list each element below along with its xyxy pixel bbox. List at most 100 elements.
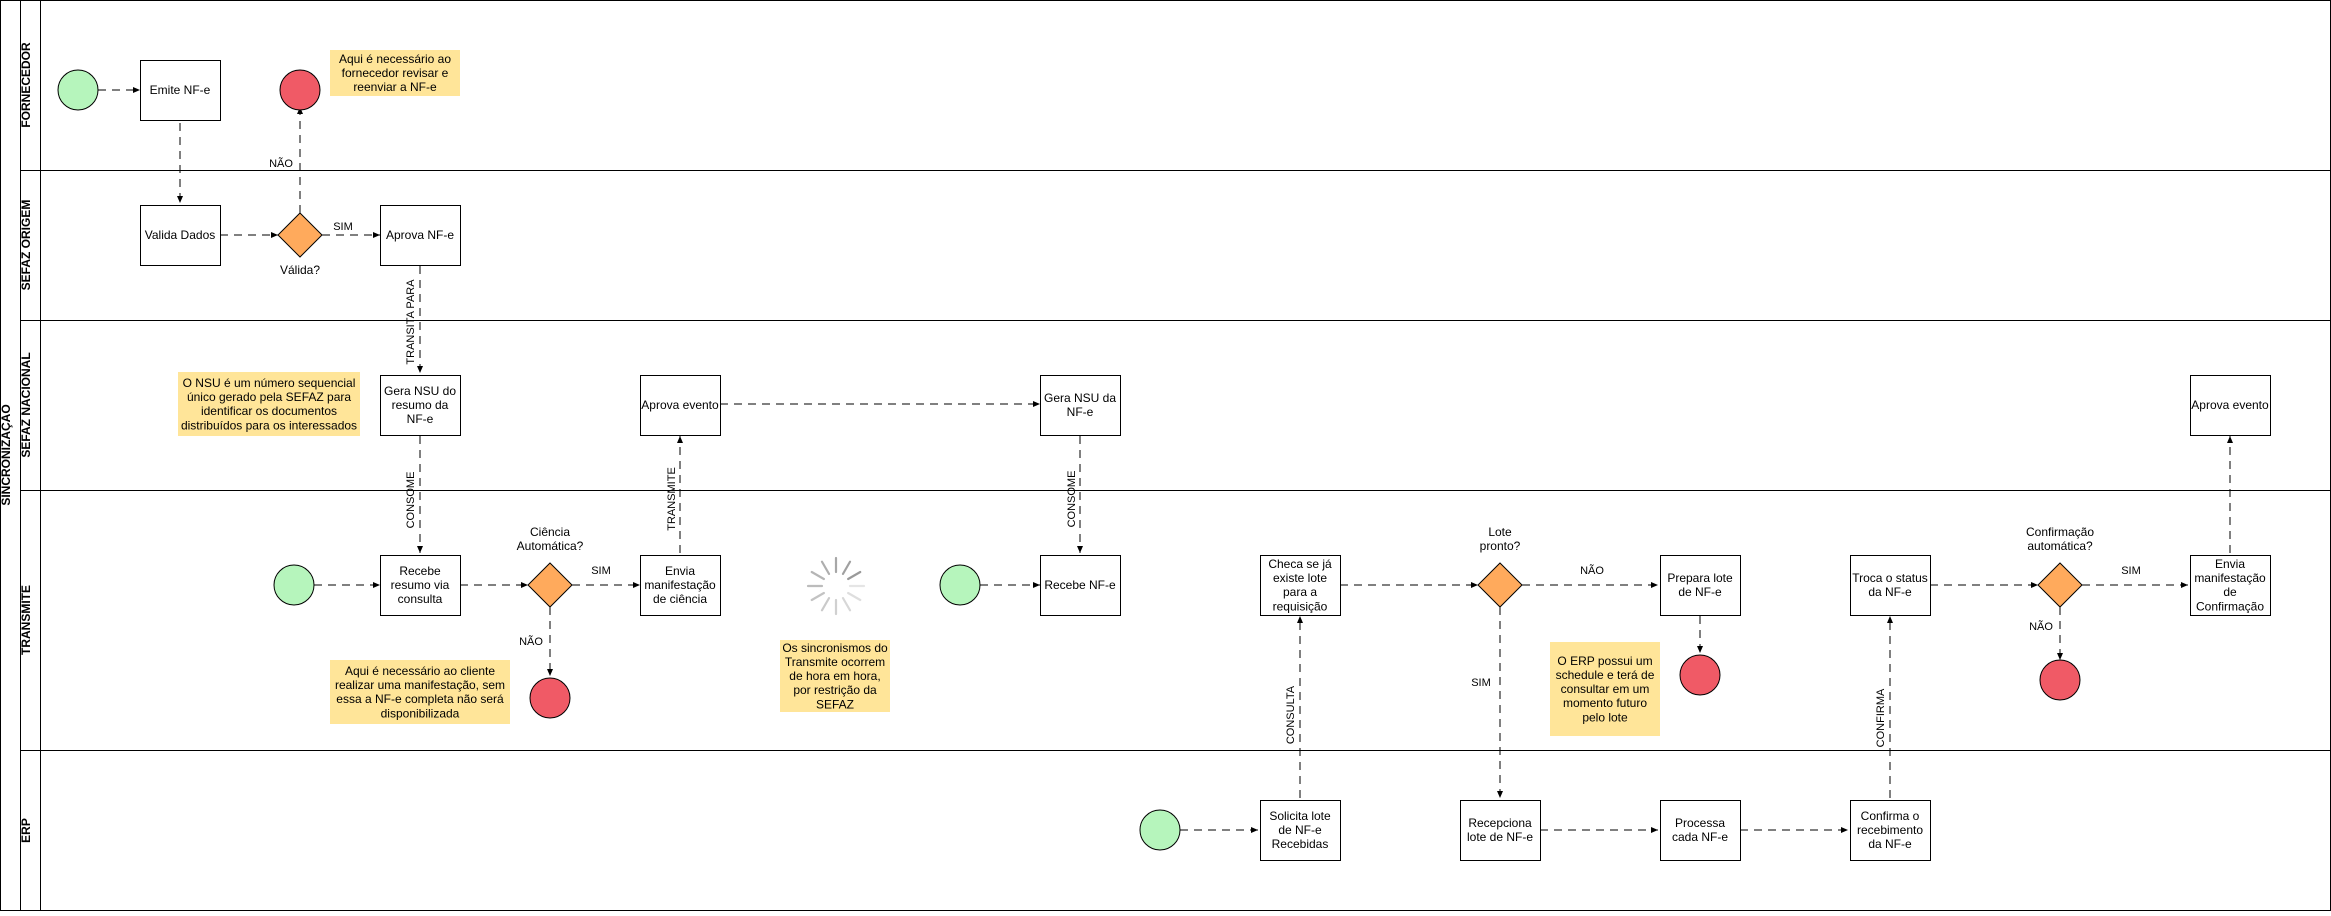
edge-label-nao-fornecedor: NÃO xyxy=(269,157,293,170)
task-recebe-resumo-label-line: consulta xyxy=(398,592,443,606)
spinner-spoke xyxy=(820,597,831,612)
task-processa-nfe-label-line: cada NF-e xyxy=(1672,830,1728,844)
task-envia-confirmacao-label-line: Envia xyxy=(2215,557,2245,571)
note-schedule xyxy=(1550,642,1660,736)
note-manifestacao-text-line: realizar uma manifestação, sem xyxy=(335,678,505,692)
task-recepciona-lote xyxy=(1460,800,1541,861)
task-aprova-evento-1-label-line: Aprova evento xyxy=(641,398,719,412)
note-manifestacao-text-line: essa a NF-e completa não será xyxy=(336,692,504,706)
task-prepara-lote-label-line: Prepara lote xyxy=(1667,571,1733,585)
edge-label-consome-2: CONSOME xyxy=(1066,471,1078,528)
note-sincronismo xyxy=(780,640,890,712)
task-solicita-lote-label-line: Solicita lote xyxy=(1269,809,1331,823)
task-troca-status-label-line: Troca o status xyxy=(1852,571,1928,585)
lane-label-erp: ERP xyxy=(19,818,33,843)
gateway-confirmacao-label-line: automática? xyxy=(2027,539,2093,553)
spinner-spoke xyxy=(841,560,852,575)
task-gera-nsu-resumo xyxy=(380,375,461,436)
task-recepciona-lote-label-line: lote de NF-e xyxy=(1467,830,1533,844)
task-emite-nfe-label-line: Emite NF-e xyxy=(150,83,211,97)
lane-label-sefaz-origem: SEFAZ ORIGEM xyxy=(19,200,33,291)
task-envia-ciencia-label-line: Envia xyxy=(665,564,695,578)
task-gera-nsu-nfe-label-line: NF-e xyxy=(1067,405,1094,419)
note-nsu-text-line: identificar os documentos xyxy=(201,404,337,418)
task-aprova-nfe-label: Aprova NF-e xyxy=(386,228,454,242)
task-recebe-resumo xyxy=(380,555,461,616)
note-schedule-text-line: pelo lote xyxy=(1582,710,1628,724)
task-emite-nfe-label: Emite NF-e xyxy=(150,83,211,97)
task-valida-dados-label-line: Valida Dados xyxy=(145,228,216,242)
task-aprova-evento-2 xyxy=(2190,375,2271,436)
note-schedule-text-line: consultar em um xyxy=(1561,682,1650,696)
spinner-spoke xyxy=(841,597,852,612)
task-recepciona-lote-label-line: Recepciona xyxy=(1468,816,1532,830)
task-gera-nsu-resumo-label-line: resumo da xyxy=(392,398,449,412)
gateway-lote-label-line: Lote xyxy=(1488,525,1512,539)
task-gera-nsu-resumo-label-line: NF-e xyxy=(407,412,434,426)
edge-label-confirma: CONFIRMA xyxy=(1875,688,1887,747)
lane-label-fornecedor: FORNECEDOR xyxy=(19,42,33,128)
note-nsu-text-line: distribuídos para os interessados xyxy=(181,418,357,432)
task-aprova-evento-1 xyxy=(640,375,721,436)
gateway-lote xyxy=(1477,562,1523,608)
task-valida-dados-label: Valida Dados xyxy=(145,228,216,242)
note-revisar-text-line: reenviar a NF-e xyxy=(353,80,437,94)
task-troca-status-label-line: da NF-e xyxy=(1868,585,1912,599)
task-envia-confirmacao-label-line: de xyxy=(2223,585,2237,599)
note-schedule-text-line: schedule e terá de xyxy=(1556,668,1655,682)
note-nsu-text-line: único gerado pela SEFAZ para xyxy=(187,390,351,404)
task-gera-nsu-nfe-label-line: Gera NSU da xyxy=(1044,391,1116,405)
task-envia-ciencia xyxy=(640,555,721,616)
task-checa-lote-label-line: para a xyxy=(1283,585,1317,599)
task-aprova-nfe-label-line: Aprova NF-e xyxy=(386,228,454,242)
task-emite-nfe xyxy=(140,60,221,121)
gateway-confirmacao-label-line: Confirmação xyxy=(2026,525,2094,539)
task-confirma-recebimento-label-line: recebimento xyxy=(1857,823,1923,837)
task-prepara-lote-label-line: de NF-e xyxy=(1678,585,1722,599)
task-solicita-lote-label-line: de NF-e xyxy=(1278,823,1322,837)
pool-title: SINCRONIZAÇÃO xyxy=(0,404,13,505)
spinner-spoke xyxy=(847,591,862,602)
edge-label-sim-confirmacao: SIM xyxy=(2121,565,2141,577)
task-recebe-nfe xyxy=(1040,555,1121,616)
task-checa-lote-label-line: requisição xyxy=(1273,599,1328,613)
edge-label-nao-confirmacao: NÃO xyxy=(2029,620,2053,633)
task-gera-nsu-resumo-label-line: Gera NSU do xyxy=(384,384,456,398)
task-recebe-nfe-label-line: Recebe NF-e xyxy=(1044,578,1116,592)
edge-label-transmite: TRANSMITE xyxy=(666,467,678,531)
start-event-erp xyxy=(1139,809,1181,851)
task-envia-confirmacao xyxy=(2190,555,2271,616)
note-sincronismo-text-line: SEFAZ xyxy=(816,697,854,711)
start-event-fornecedor xyxy=(57,69,99,111)
gateway-ciencia-label-line: Ciência xyxy=(530,525,570,539)
task-envia-confirmacao-label-line: Confirmação xyxy=(2196,599,2264,613)
task-checa-lote-label-line: existe lote xyxy=(1273,571,1327,585)
note-revisar xyxy=(330,50,460,96)
task-confirma-recebimento xyxy=(1850,800,1931,861)
task-envia-ciencia-label-line: de ciência xyxy=(653,592,707,606)
note-nsu-text-line: O NSU é um número sequencial xyxy=(183,376,356,390)
gateway-valida-label-line: Válida? xyxy=(280,263,320,277)
note-manifestacao xyxy=(330,660,510,724)
note-sincronismo-text-line: Os sincronismos do xyxy=(782,641,888,655)
task-aprova-evento-2-label-line: Aprova evento xyxy=(2191,398,2269,412)
spinner-spoke xyxy=(847,570,862,581)
spinner-spoke xyxy=(810,591,825,602)
task-valida-dados xyxy=(140,205,221,266)
edge-label-sim-valida: SIM xyxy=(333,221,353,233)
